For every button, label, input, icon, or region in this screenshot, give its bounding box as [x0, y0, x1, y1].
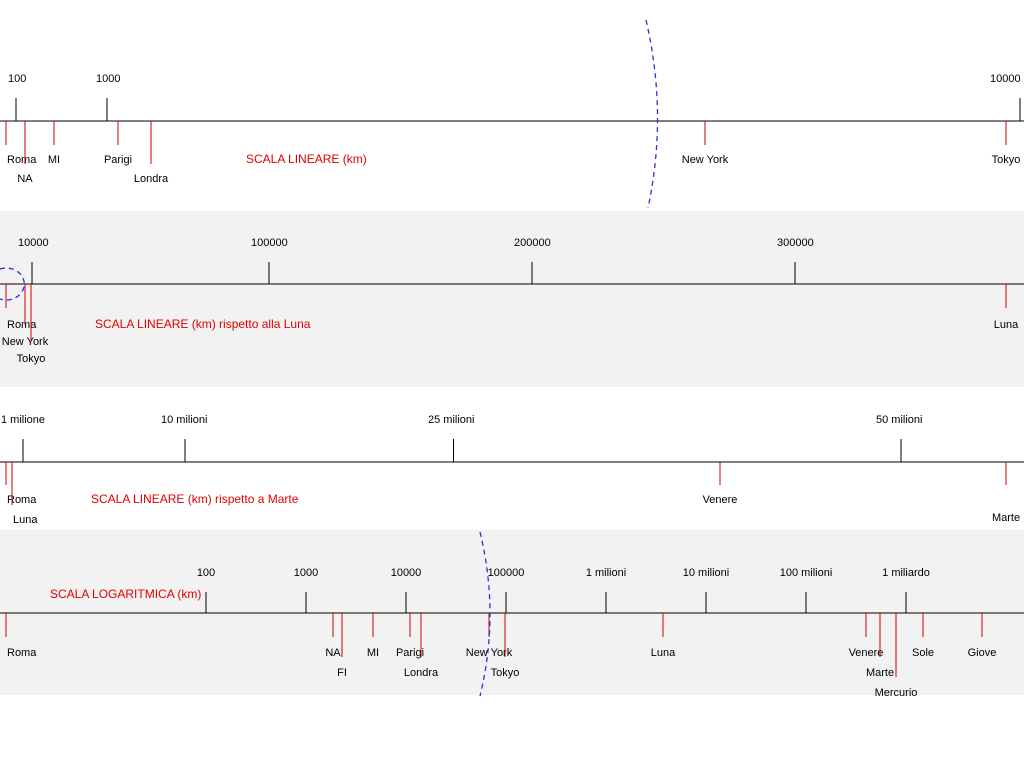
place-label-linear-mars: Marte	[992, 512, 1020, 524]
scale-title-linear-moon: SCALA LINEARE (km) rispetto alla Luna	[95, 317, 311, 331]
dashed-break-marker-linear-earth	[645, 19, 659, 209]
place-label-log: Venere	[849, 647, 884, 659]
scale-title-log: SCALA LOGARITMICA (km)	[50, 587, 201, 601]
scale-label-log: 10 milioni	[683, 567, 729, 579]
place-label-log: Mercurio	[875, 687, 918, 699]
place-label-linear-moon: Roma	[7, 319, 37, 331]
place-label-linear-earth: MI	[48, 154, 60, 166]
scale-label-linear-earth: 100	[8, 73, 26, 85]
scale-label-log: 10000	[391, 567, 422, 579]
place-label-linear-earth: New York	[682, 154, 729, 166]
place-label-log: Giove	[968, 647, 997, 659]
scale-title-linear-earth: SCALA LINEARE (km)	[246, 152, 367, 166]
place-label-linear-earth: NA	[17, 173, 33, 185]
place-label-linear-moon: New York	[2, 336, 49, 348]
place-label-linear-moon: Tokyo	[17, 353, 46, 365]
scale-label-linear-moon: 300000	[777, 237, 814, 249]
place-label-log: FI	[337, 667, 347, 679]
place-label-log: Tokyo	[491, 667, 520, 679]
place-label-log: MI	[367, 647, 379, 659]
band-linear-moon	[0, 211, 1024, 387]
place-label-log: NA	[325, 647, 341, 659]
scale-label-log: 1000	[294, 567, 318, 579]
scale-label-log: 1 milioni	[586, 567, 626, 579]
scale-label-linear-mars: 10 milioni	[161, 414, 207, 426]
place-label-log: New York	[466, 647, 513, 659]
scale-label-linear-earth: 10000	[990, 73, 1021, 85]
scale-label-log: 1 miliardo	[882, 567, 930, 579]
scale-label-linear-moon: 200000	[514, 237, 551, 249]
scale-label-log: 100	[197, 567, 215, 579]
place-label-log: Sole	[912, 647, 934, 659]
place-label-linear-earth: Parigi	[104, 154, 132, 166]
scale-label-linear-moon: 10000	[18, 237, 49, 249]
scale-label-linear-earth: 1000	[96, 73, 120, 85]
scale-label-linear-mars: 1 milione	[1, 414, 45, 426]
place-label-linear-mars: Venere	[703, 494, 738, 506]
place-label-linear-mars: Roma	[7, 494, 37, 506]
scale-label-linear-mars: 50 milioni	[876, 414, 922, 426]
place-label-log: Luna	[651, 647, 676, 659]
place-label-log: Londra	[404, 667, 439, 679]
place-label-log: Marte	[866, 667, 894, 679]
place-label-linear-earth: Tokyo	[992, 154, 1021, 166]
scale-label-linear-mars: 25 milioni	[428, 414, 474, 426]
place-label-linear-moon: Luna	[994, 319, 1019, 331]
scale-label-log: 100 milioni	[780, 567, 833, 579]
place-label-linear-earth: Londra	[134, 173, 169, 185]
place-label-log: Roma	[7, 647, 37, 659]
scale-label-linear-moon: 100000	[251, 237, 288, 249]
dashed-zoom-circle-linear-moon	[0, 267, 25, 301]
place-label-linear-mars: Luna	[13, 514, 38, 526]
scale-label-log: 100000	[488, 567, 525, 579]
place-label-log: Parigi	[396, 647, 424, 659]
scale-title-linear-mars: SCALA LINEARE (km) rispetto a Marte	[91, 492, 299, 506]
dashed-break-marker-log	[479, 531, 491, 697]
place-label-linear-earth: Roma	[7, 154, 37, 166]
